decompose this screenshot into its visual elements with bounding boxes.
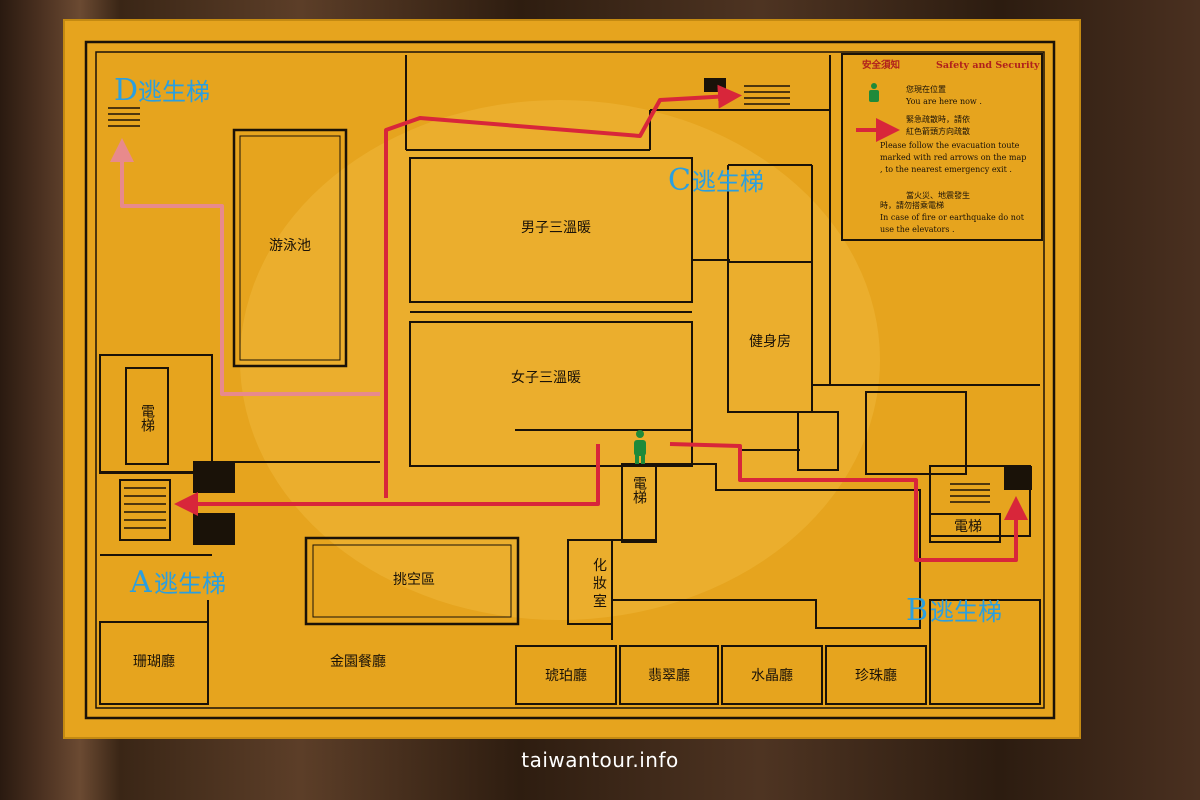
room-pool: 游泳池 <box>269 238 311 254</box>
room-coral: 珊瑚廳 <box>133 653 175 670</box>
room-makeup-3: 室 <box>593 593 607 610</box>
legend-fire-zh-1: 當火災、地震發生 <box>906 190 970 200</box>
room-gym: 健身房 <box>749 334 791 350</box>
legend-fire-zh-2: 時，請勿搭乘電梯 <box>880 200 944 210</box>
exit-b-label: 逃生梯 <box>930 598 1002 626</box>
room-atrium: 挑空區 <box>393 572 435 588</box>
room-makeup-1: 化 <box>593 558 607 574</box>
legend-person-icon <box>869 83 879 102</box>
room-makeup-2: 妝 <box>593 576 607 592</box>
room-mens-spa: 男子三溫暖 <box>521 220 591 236</box>
legend-fire-en-2: use the elevators . <box>880 225 955 234</box>
exit-a-label: 逃生梯 <box>154 570 226 598</box>
legend-evac-en-2: marked with red arrows on the map <box>880 153 1026 162</box>
room-jade: 翡翠廳 <box>648 667 690 684</box>
room-elevator-center: 電梯 <box>631 476 647 505</box>
legend-evac-zh-2: 紅色箭頭方向疏散 <box>906 126 970 136</box>
site-credit: taiwantour.info <box>521 748 679 772</box>
room-elevator-left: 電梯 <box>139 404 155 433</box>
interior-walls <box>99 55 1041 705</box>
legend-title-en: Safety and Security <box>936 60 1040 71</box>
exit-a-letter: A <box>129 565 152 600</box>
room-amber: 琥珀廳 <box>545 667 587 684</box>
legend-evac-en-3: , to the nearest emergency exit . <box>880 165 1012 174</box>
stair-treads <box>108 85 990 529</box>
room-womens-spa: 女子三溫暖 <box>511 369 581 386</box>
room-golden: 金園餐廳 <box>330 653 386 670</box>
legend-here-zh: 您現在位置 <box>906 84 946 94</box>
exit-d-letter: D <box>114 73 138 108</box>
room-crystal: 水晶廳 <box>751 667 793 684</box>
exit-b-letter: B <box>906 593 928 628</box>
evacuation-routes <box>110 84 1028 562</box>
legend-evac-zh-1: 緊急疏散時，請依 <box>906 114 970 124</box>
outer-walls <box>84 40 1056 720</box>
safety-legend: 安全須知 Safety and Security 您現在位置 You are h… <box>841 53 1043 241</box>
legend-here-en: You are here now . <box>905 97 982 106</box>
room-pearl: 珍珠廳 <box>855 667 897 684</box>
exit-c-letter: C <box>668 163 691 198</box>
exit-d-label: 逃生梯 <box>138 78 210 106</box>
exit-c-label: 逃生梯 <box>692 168 764 196</box>
legend-fire-en-1: In case of fire or earthquake do not <box>880 213 1025 222</box>
room-elevator-right: 電梯 <box>954 519 982 535</box>
you-are-here-icon <box>634 430 646 464</box>
legend-title-zh: 安全須知 <box>862 59 900 71</box>
legend-evac-en-1: Please follow the evacuation toute <box>880 141 1020 150</box>
